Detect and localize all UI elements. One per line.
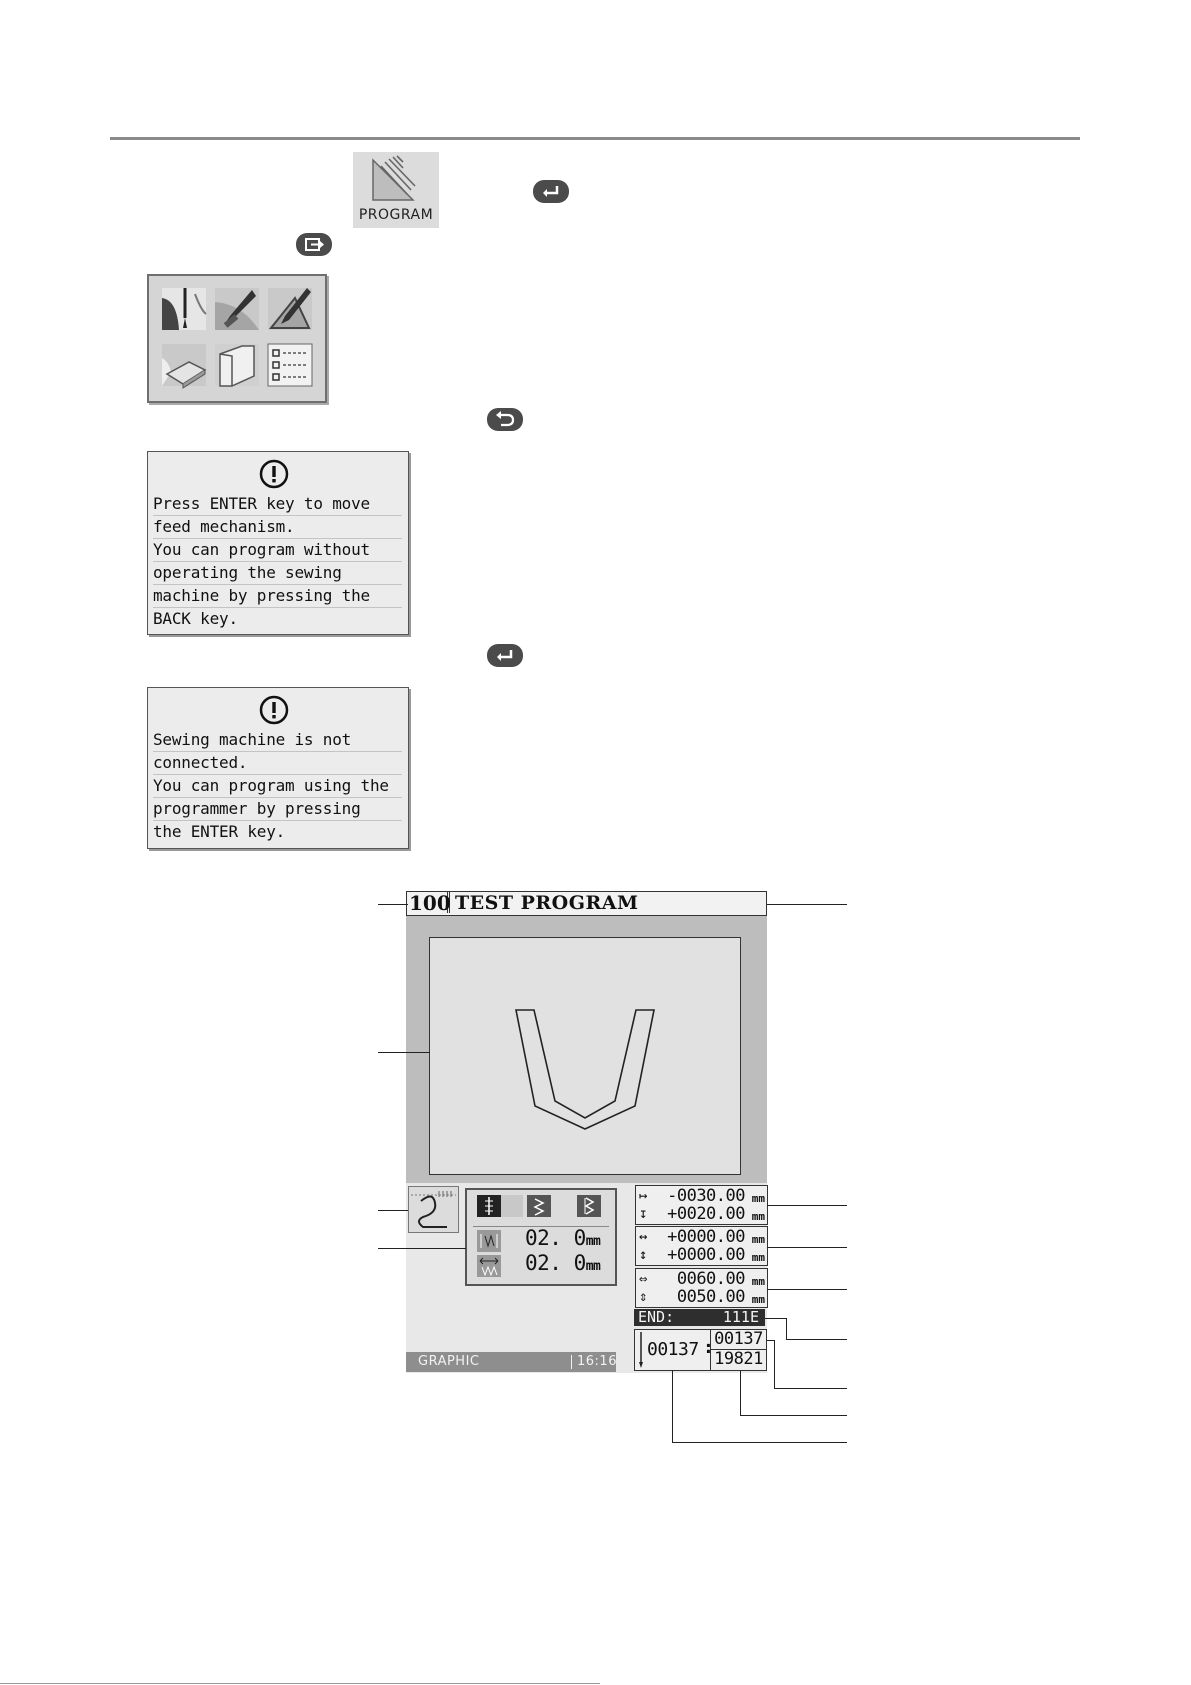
message-line: the ENTER key.	[153, 822, 286, 841]
leader-line	[767, 904, 847, 905]
program-screen: 100 TEST PROGRAM 02. 0mm 02. 0mm	[406, 891, 768, 1373]
message-line: You can program using the	[153, 775, 402, 798]
stitch-width-icon	[477, 1255, 501, 1277]
eraser-icon[interactable]	[159, 340, 209, 390]
leader-line	[740, 1370, 741, 1415]
message-line: connected.	[153, 752, 402, 775]
pattern-outline	[515, 1009, 655, 1130]
counter-bottom: 19821	[714, 1349, 763, 1369]
stitch-length-value: 02. 0mm	[525, 1226, 601, 1250]
end-code-bar: END: 111E	[634, 1309, 765, 1326]
leader-line	[767, 1340, 774, 1341]
program-icon-label: PROGRAM	[358, 207, 434, 223]
end-label: END:	[638, 1308, 675, 1326]
position-x: -0030.00	[667, 1186, 745, 1206]
message-line: Sewing machine is not	[153, 729, 402, 752]
message-box-not-connected: Sewing machine is not connected. You can…	[147, 687, 409, 849]
warning-icon	[258, 458, 290, 494]
horizontal-move-icon: ↔	[639, 1229, 648, 1245]
leader-line	[767, 1247, 847, 1248]
offset-unit: mm	[751, 1251, 765, 1264]
status-bar: GRAPHIC 16:16	[406, 1352, 616, 1372]
program-icon[interactable]: PROGRAM	[353, 152, 439, 228]
offset-readout: ↔ +0000.00 mm ↕ +0000.00 mm	[635, 1226, 768, 1266]
checklist-icon[interactable]	[265, 340, 315, 390]
message-line: You can program without	[153, 539, 402, 562]
program-menu-panel	[147, 274, 327, 403]
exit-key-icon	[296, 233, 332, 256]
program-name: TEST PROGRAM	[455, 892, 639, 914]
leader-line	[672, 1442, 847, 1443]
counter-current: 00137	[647, 1339, 699, 1360]
title-bar: 100 TEST PROGRAM	[406, 891, 767, 916]
message-line: programmer by pressing	[153, 798, 402, 821]
stitch-type-zigzag-icon[interactable]	[527, 1195, 551, 1217]
message-line: operating the sewing	[153, 562, 402, 585]
stitch-settings-panel: 02. 0mm 02. 0mm	[465, 1188, 617, 1286]
clock: 16:16	[577, 1354, 617, 1369]
message-line: machine by pressing the	[153, 585, 402, 608]
position-readout: ↦ -0030.00 mm ↧ +0020.00 mm	[635, 1185, 768, 1225]
x-arrow-icon: ↦	[639, 1188, 648, 1204]
message-line: Press ENTER key to move	[153, 493, 402, 516]
enter-key-icon	[487, 644, 523, 667]
leader-line	[774, 1340, 775, 1388]
position-unit: mm	[751, 1210, 765, 1223]
size-x: 0060.00	[676, 1269, 746, 1289]
warning-icon	[258, 694, 290, 730]
leader-line	[767, 1289, 847, 1290]
stitch-type-gap	[501, 1195, 523, 1217]
counter-top: 00137	[711, 1330, 766, 1350]
counter-separator: :	[703, 1337, 714, 1358]
height-box-icon: ⇕	[639, 1289, 648, 1305]
position-y: +0020.00	[667, 1204, 745, 1224]
graphic-display-area[interactable]	[429, 937, 741, 1175]
enter-key-icon	[533, 180, 569, 203]
leader-line	[786, 1339, 847, 1340]
mode-label: GRAPHIC	[418, 1354, 480, 1369]
message-line: feed mechanism.	[153, 516, 402, 539]
leader-line	[786, 1318, 787, 1339]
size-readout: ⇔ 0060.00 mm ⇕ 0050.00 mm	[635, 1268, 768, 1308]
program-number: 100	[409, 891, 451, 915]
back-key-icon	[487, 408, 523, 431]
size-unit: mm	[751, 1275, 765, 1288]
leader-line	[672, 1370, 673, 1442]
leader-line	[378, 904, 408, 905]
width-box-icon: ⇔	[639, 1271, 648, 1287]
zigzag-stitch-icon[interactable]	[408, 1186, 459, 1233]
program-pencil-icon	[372, 155, 416, 201]
offset-y: +0000.00	[667, 1245, 745, 1265]
leader-line	[774, 1388, 847, 1389]
offset-unit: mm	[751, 1233, 765, 1246]
header-rule	[110, 137, 1080, 140]
stitch-width-value: 02. 0mm	[525, 1251, 601, 1275]
size-y: 0050.00	[676, 1287, 746, 1307]
size-unit: mm	[751, 1293, 765, 1306]
y-arrow-icon: ↧	[639, 1206, 648, 1222]
footer-rule	[0, 1683, 600, 1684]
leader-line	[740, 1415, 847, 1416]
leader-line	[378, 1210, 408, 1211]
stitch-length-icon	[477, 1230, 501, 1252]
message-box-feed: Press ENTER key to move feed mechanism. …	[147, 451, 409, 635]
stitch-type-straight-icon[interactable]	[477, 1195, 501, 1217]
sewing-needle-icon[interactable]	[159, 284, 209, 334]
leader-line	[765, 1318, 787, 1319]
pen-angle-icon[interactable]	[265, 284, 315, 334]
folder-icon[interactable]	[212, 340, 262, 390]
leader-line	[378, 1248, 466, 1249]
offset-x: +0000.00	[667, 1227, 745, 1247]
pen-edit-icon[interactable]	[212, 284, 262, 334]
position-unit: mm	[751, 1192, 765, 1205]
message-line: BACK key.	[153, 609, 238, 628]
vertical-move-icon: ↕	[639, 1247, 648, 1263]
needle-icon	[639, 1332, 643, 1368]
end-code: 111E	[722, 1308, 759, 1326]
leader-line	[767, 1205, 847, 1206]
leader-line	[378, 1052, 430, 1053]
stitch-type-triple-icon[interactable]	[577, 1195, 601, 1217]
stitch-counter: 00137 : 00137 19821	[634, 1329, 767, 1371]
